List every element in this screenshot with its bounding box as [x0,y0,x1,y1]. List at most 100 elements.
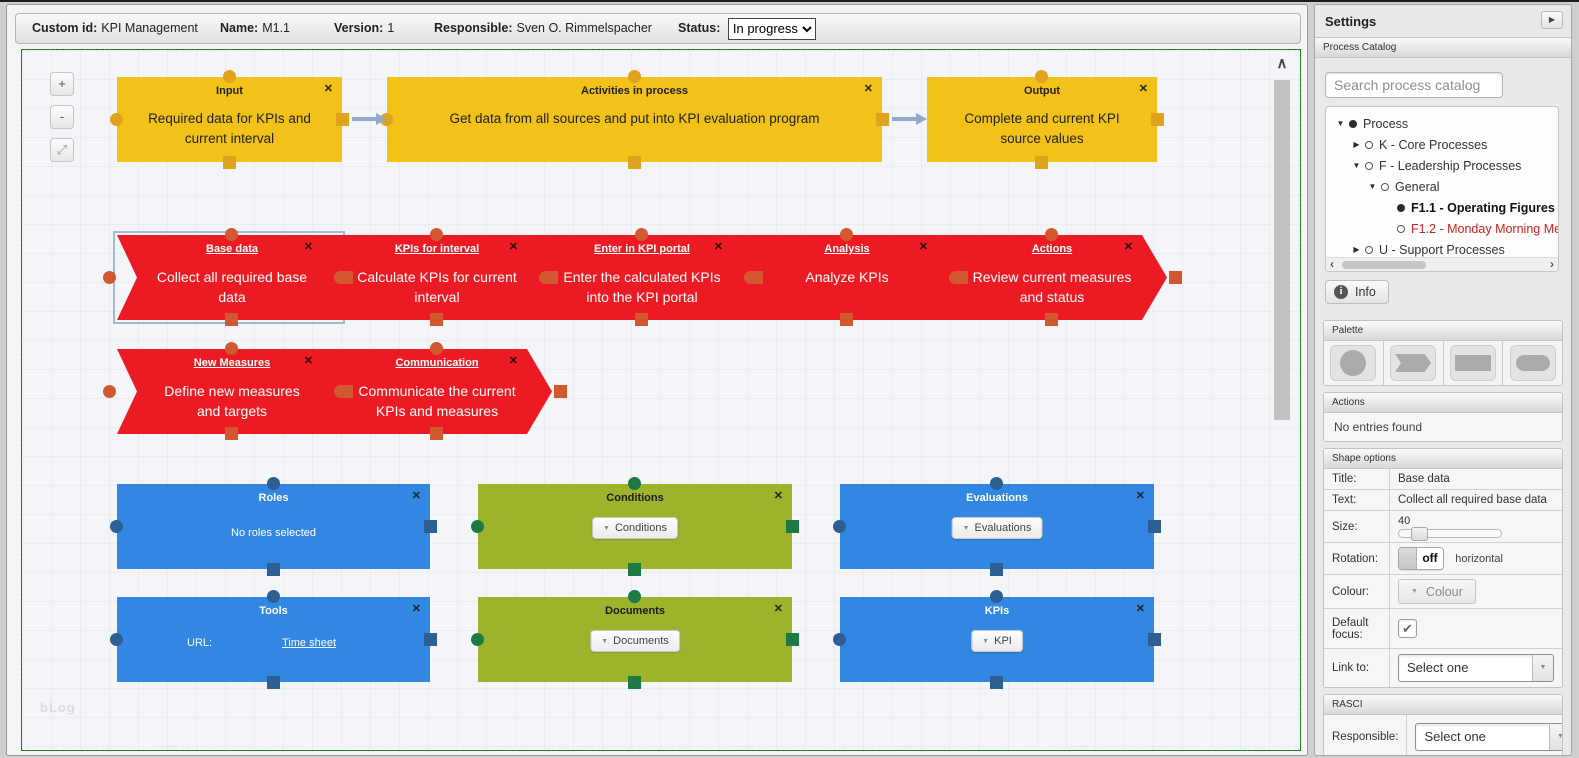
flow-arrow[interactable] [352,113,387,125]
connector-top[interactable] [266,590,280,603]
link-to-select[interactable]: Select one ▼ [1398,653,1554,682]
close-icon[interactable]: ✕ [713,241,723,253]
connector-left[interactable] [471,632,484,646]
palette-chevron-tool[interactable] [1384,341,1444,385]
connector-left[interactable] [750,271,763,284]
connector-bottom[interactable] [266,563,280,576]
connector-right[interactable] [1169,271,1182,284]
connector-left[interactable] [103,271,116,284]
connector-left[interactable] [110,632,123,646]
connector-right[interactable] [424,519,437,533]
tree-item-f12-monday-morning-meeting[interactable]: F1.2 - Monday Morning Meeting [1332,218,1558,239]
close-icon[interactable]: ✕ [411,490,421,502]
connector-bottom[interactable] [628,563,641,576]
shape-conditions[interactable]: Conditions ▼Conditions ✕ [471,477,799,576]
connector-left[interactable] [110,112,123,126]
connector-top[interactable] [990,477,1003,490]
shape-roles[interactable]: Roles No roles selected ✕ [110,477,437,576]
connector-bottom[interactable] [222,156,236,169]
connector-bottom[interactable] [840,313,853,326]
connector-bottom[interactable] [628,676,641,689]
shape-communication[interactable]: Communication Communicate the current KP… [322,349,552,434]
shape-actions[interactable]: Actions Review current measures and stat… [937,235,1167,320]
close-icon[interactable]: ✕ [773,490,783,502]
shape-output[interactable]: Output Complete and current KPI source v… [927,70,1164,169]
connector-top[interactable] [266,477,280,490]
expand-down-icon[interactable]: ▼ [1336,119,1345,128]
connector-left[interactable] [471,519,484,533]
palette-rectangle-tool[interactable] [1444,341,1504,385]
shape-base-data[interactable]: Base data Collect all required base data… [117,235,347,320]
close-icon[interactable]: ✕ [1123,241,1133,253]
connector-top[interactable] [222,70,236,83]
connector-left[interactable] [833,632,846,646]
shape-analysis[interactable]: Analysis Analyze KPIs ✕ [732,235,962,320]
close-icon[interactable]: ✕ [303,241,313,253]
connector-left[interactable] [955,271,968,284]
colour-dropdown-button[interactable]: ▼ Colour [1398,579,1476,604]
connector-top[interactable] [430,342,443,355]
expand-right-icon[interactable]: ▶ [1353,245,1360,254]
connector-right[interactable] [424,632,437,646]
connector-right[interactable] [554,385,567,398]
shape-enter-in-kpi-portal[interactable]: Enter in KPI portal Enter the calculated… [527,235,757,320]
canvas-vertical-scrollbar[interactable]: ∧ [1272,54,1292,748]
close-icon[interactable]: ✕ [918,241,928,253]
close-icon[interactable]: ✕ [508,241,518,253]
close-icon[interactable]: ✕ [411,603,421,615]
connector-top[interactable] [225,228,238,241]
collapse-panel-button[interactable]: ▶ [1541,11,1563,29]
palette-rounded-rect-tool[interactable] [1503,341,1562,385]
close-icon[interactable]: ✕ [773,603,783,615]
close-icon[interactable]: ✕ [1138,83,1148,95]
connector-right[interactable] [786,632,799,646]
tree-item-general[interactable]: ▼ General [1332,176,1558,197]
tree-horizontal-scrollbar[interactable]: ‹ › [1326,257,1558,271]
connector-top[interactable] [627,70,641,83]
connector-top[interactable] [628,477,641,490]
connector-bottom[interactable] [990,676,1003,689]
tree-item-f11-operating-figures[interactable]: F1.1 - Operating Figures [1332,197,1558,218]
fit-view-button[interactable]: ⤢ [50,138,74,162]
shape-new-measures[interactable]: New Measures Define new measures and tar… [117,349,347,434]
status-select[interactable]: In progress [727,17,816,40]
connector-top[interactable] [225,342,238,355]
close-icon[interactable]: ✕ [1135,603,1145,615]
slider-thumb[interactable] [1411,527,1428,541]
connector-right[interactable] [1148,519,1161,533]
connector-left[interactable] [110,519,123,533]
documents-dropdown[interactable]: ▼Documents [590,630,680,652]
shape-kpis[interactable]: KPIs ▼KPI ✕ [833,590,1161,689]
connector-top[interactable] [840,228,853,241]
connector-left[interactable] [833,519,846,533]
flow-arrow[interactable] [892,113,927,125]
time-sheet-link[interactable]: Time sheet [282,637,337,649]
connector-right[interactable] [786,519,799,533]
kpi-dropdown[interactable]: ▼KPI [971,630,1023,652]
connector-left[interactable] [103,385,116,398]
expand-right-icon[interactable]: ▶ [1353,140,1360,149]
shape-tools[interactable]: Tools URL: Time sheet ✕ [110,590,437,689]
connector-bottom[interactable] [1035,156,1048,169]
connector-bottom[interactable] [627,156,641,169]
rotation-toggle[interactable]: off [1398,547,1444,570]
connector-top[interactable] [1035,70,1048,83]
scrollbar-thumb[interactable] [1342,261,1426,269]
search-input[interactable] [1325,72,1503,98]
expand-down-icon[interactable]: ▼ [1352,161,1361,170]
shape-input[interactable]: Input Required data for KPIs and current… [110,70,349,169]
connector-top[interactable] [635,228,648,241]
tree-item-core-processes[interactable]: ▶ K - Core Processes [1332,134,1558,155]
rasci-responsible-select[interactable]: Select one ▼ [1415,722,1562,751]
default-focus-checkbox[interactable]: ✔ [1398,619,1417,638]
connector-bottom[interactable] [266,676,280,689]
shape-kpis-for-interval[interactable]: KPIs for interval Calculate KPIs for cur… [322,235,552,320]
close-icon[interactable]: ✕ [1135,490,1145,502]
palette-circle-tool[interactable] [1324,341,1384,385]
shape-evaluations[interactable]: Evaluations ▼Evaluations ✕ [833,477,1161,576]
tree-item-leadership-processes[interactable]: ▼ F - Leadership Processes [1332,155,1558,176]
diagram-canvas[interactable]: + - ⤢ Input Required data for KPIs and c… [21,49,1301,751]
connector-bottom[interactable] [225,427,238,440]
shape-documents[interactable]: Documents ▼Documents ✕ [471,590,799,689]
connector-left[interactable] [545,271,558,284]
